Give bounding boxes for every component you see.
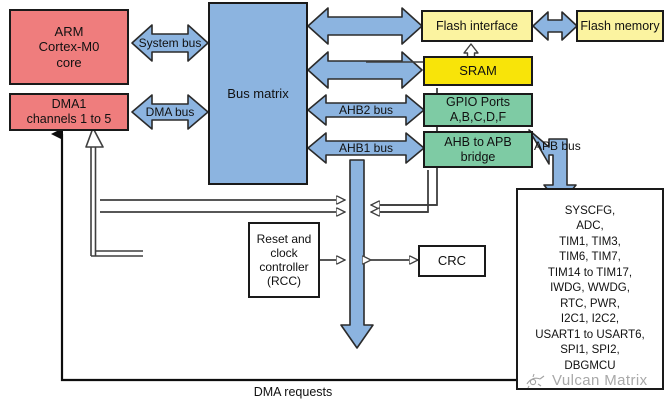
system-bus-arrow (131, 24, 209, 62)
block-bus-matrix[interactable]: Bus matrix (208, 2, 308, 185)
block-rcc[interactable]: Reset and clock controller (RCC) (248, 222, 320, 298)
ahb2-bus-arrow (307, 94, 425, 126)
dma-requests-line (51, 128, 516, 382)
block-crc[interactable]: CRC (418, 245, 486, 277)
vulcan-logo-icon (526, 373, 545, 388)
block-flash-interface[interactable]: Flash interface (421, 10, 533, 42)
dma-bus-arrow (131, 94, 209, 130)
block-sram[interactable]: SRAM (423, 56, 533, 86)
block-flash-memory[interactable]: Flash memory (576, 10, 664, 42)
ahb1-bus-arrow (307, 132, 425, 164)
block-ahb-apb-bridge[interactable]: AHB to APB bridge (423, 131, 533, 168)
block-gpio-ports[interactable]: GPIO Ports A,B,C,D,F (423, 93, 533, 127)
bus-to-flash-arrow (307, 7, 423, 45)
ahb1-bar-horizontal-open-arrows (100, 200, 437, 212)
watermark-text: Vulcan Matrix (552, 372, 648, 389)
flash-interface-memory-arrow (532, 11, 578, 41)
bus-to-sram-arrow (307, 51, 423, 89)
block-arm-core[interactable]: ARM Cortex-M0 core (9, 9, 129, 85)
dma-ack-line (85, 127, 143, 257)
block-peripherals[interactable]: SYSCFG, ADC, TIM1, TIM3, TIM6, TIM7, TIM… (516, 188, 664, 390)
block-dma1[interactable]: DMA1 channels 1 to 5 (9, 93, 129, 131)
watermark: Vulcan Matrix (525, 372, 648, 389)
ahb1-vertical-bus (340, 159, 374, 349)
